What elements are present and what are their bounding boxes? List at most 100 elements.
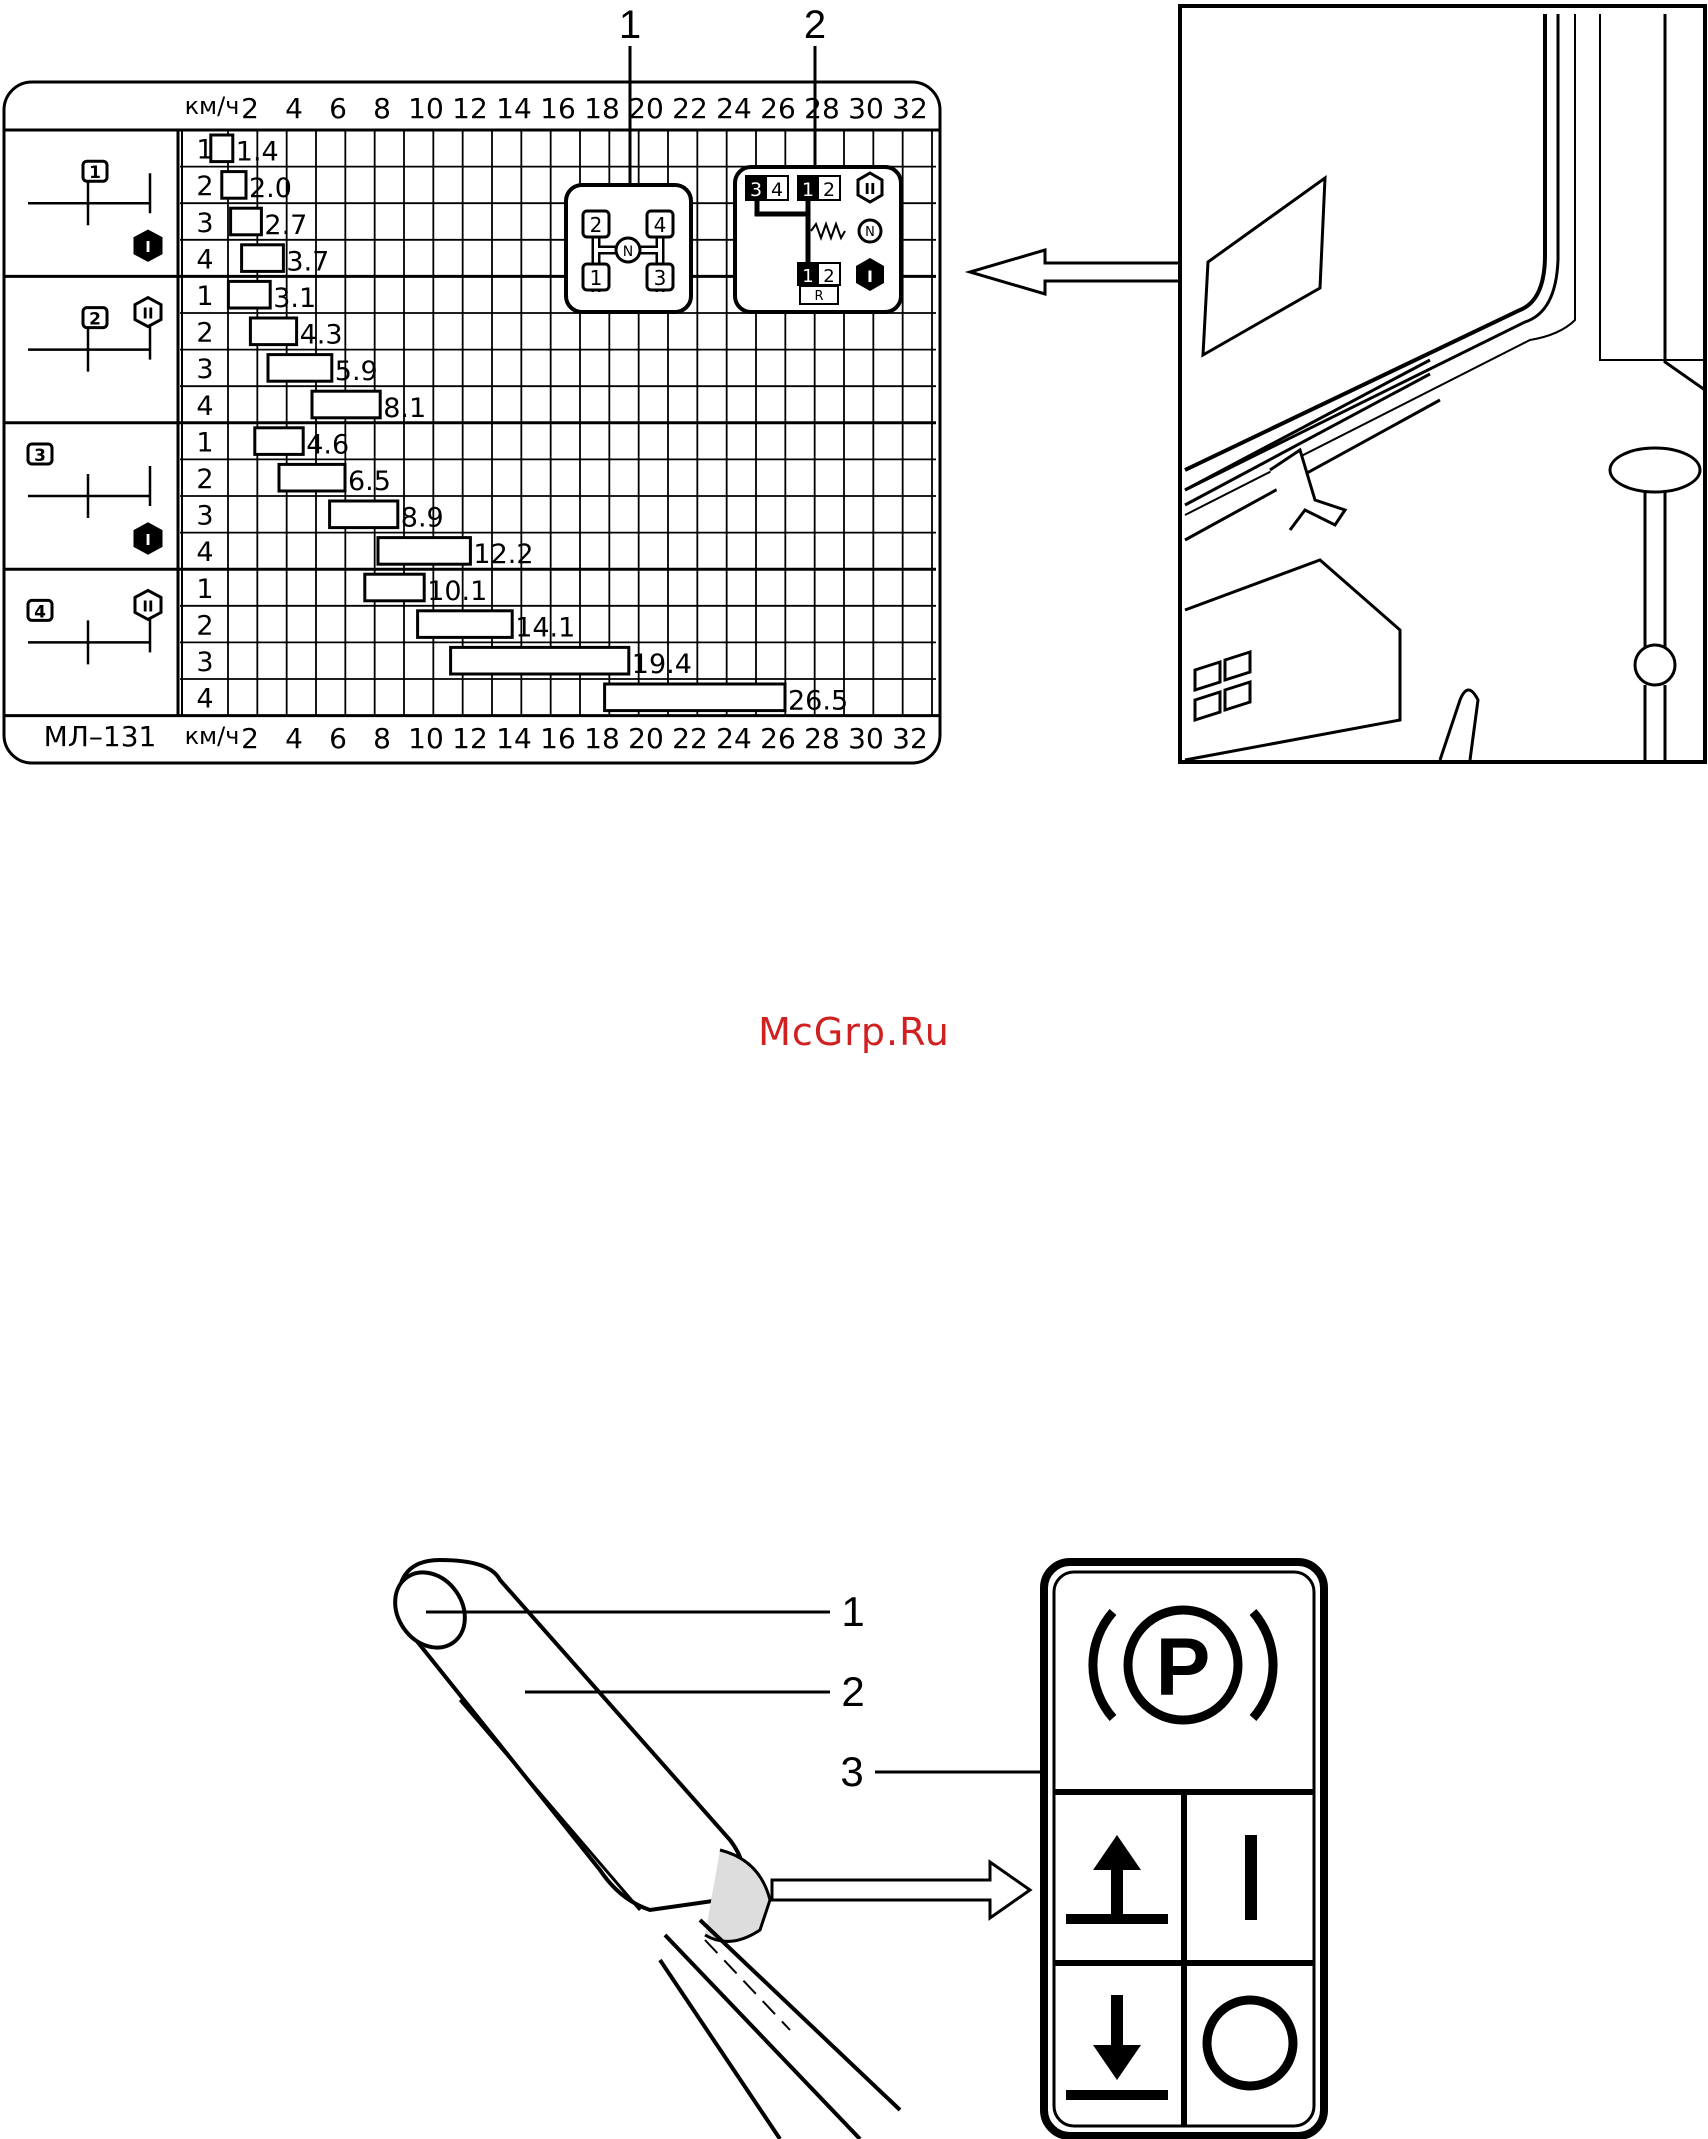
on-symbol-icon xyxy=(1245,1835,1257,1920)
axis-tick-bottom: 24 xyxy=(716,722,752,755)
schematic-2-label-3: 3 xyxy=(750,179,762,201)
speed-bar xyxy=(242,245,284,272)
speed-bar xyxy=(605,684,785,711)
axis-tick-top: 4 xyxy=(285,92,303,125)
schematic-1-pos-4: 4 xyxy=(654,213,667,237)
callout-1-label: 1 xyxy=(619,3,641,47)
gear-number: 1 xyxy=(196,427,213,458)
cab-interior-illustration xyxy=(1180,6,1705,762)
callout-b1-label: 1 xyxy=(841,1588,864,1635)
speed-value-label: 8.9 xyxy=(401,503,444,534)
axis-tick-top: 22 xyxy=(672,92,708,125)
axis-tick-bottom: 30 xyxy=(848,722,884,755)
gear-number: 2 xyxy=(196,610,213,641)
axis-tick-bottom: 12 xyxy=(452,722,488,755)
axis-tick-bottom: 10 xyxy=(408,722,444,755)
axis-tick-bottom: 16 xyxy=(540,722,576,755)
speed-bar xyxy=(330,501,398,528)
gear-number: 2 xyxy=(196,171,213,202)
speed-value-label: 5.9 xyxy=(335,356,378,387)
speed-bar xyxy=(312,391,380,418)
park-letter: P xyxy=(1156,1622,1211,1713)
axis-tick-top: 30 xyxy=(848,92,884,125)
axis-tick-bottom: 4 xyxy=(285,722,303,755)
schematic-2-range-ii: II xyxy=(864,180,875,198)
schematic-2-label-2b: 2 xyxy=(823,266,834,287)
schematic-2-label-1b: 1 xyxy=(802,266,813,287)
model-label: МЛ–131 xyxy=(44,720,157,753)
axis-tick-top: 12 xyxy=(452,92,488,125)
axis-tick-bottom: 8 xyxy=(373,722,391,755)
speed-value-label: 12.2 xyxy=(473,539,533,570)
axis-tick-bottom: 6 xyxy=(329,722,347,755)
axis-tick-top: 10 xyxy=(408,92,444,125)
schematic-2-reverse: R xyxy=(814,289,823,304)
axis-tick-bottom: 2 xyxy=(241,722,259,755)
gear-lever-knob xyxy=(1610,448,1700,492)
gear-number: 1 xyxy=(196,281,213,312)
schematic-1-pos-2: 2 xyxy=(590,213,603,237)
axis-tick-top: 24 xyxy=(716,92,752,125)
shift-pattern-schematic-1: 2 4 N 1 3 xyxy=(566,185,691,312)
unit-label-bottom: км/ч xyxy=(185,722,240,750)
unit-label-top: км/ч xyxy=(185,92,240,120)
speed-bar xyxy=(222,172,246,199)
speed-bar xyxy=(365,574,424,601)
speed-value-label: 3.1 xyxy=(273,283,316,314)
axis-tick-bottom: 20 xyxy=(628,722,664,755)
speed-bar xyxy=(250,318,296,345)
group-badge-label: 2 xyxy=(89,310,101,330)
schematic-2-range-i: I xyxy=(867,267,873,286)
gear-number: 1 xyxy=(196,135,213,166)
axis-tick-top: 16 xyxy=(540,92,576,125)
schematic-1-pos-1: 1 xyxy=(590,266,603,290)
axis-tick-bottom: 14 xyxy=(496,722,532,755)
speed-value-label: 4.3 xyxy=(300,320,343,351)
speed-bar xyxy=(418,611,513,638)
gear-number: 3 xyxy=(196,354,213,385)
schematic-2-label-2: 2 xyxy=(823,179,835,201)
gear-number: 2 xyxy=(196,464,213,495)
speed-bar xyxy=(211,135,233,162)
axis-tick-bottom: 22 xyxy=(672,722,708,755)
axis-tick-bottom: 28 xyxy=(804,722,840,755)
speed-value-label: 2.7 xyxy=(264,210,307,241)
speed-value-label: 3.7 xyxy=(286,246,329,277)
gear-number: 1 xyxy=(196,574,213,605)
speed-bar xyxy=(255,428,303,455)
speed-bar xyxy=(451,647,629,674)
speed-value-label: 19.4 xyxy=(632,649,692,680)
gear-number: 4 xyxy=(196,244,213,275)
group-range-label: II xyxy=(142,305,153,323)
axis-tick-top: 2 xyxy=(241,92,259,125)
callout-b2-label: 2 xyxy=(841,1668,864,1715)
speed-bar xyxy=(279,464,345,491)
axis-tick-top: 14 xyxy=(496,92,532,125)
gear-number: 4 xyxy=(196,537,213,568)
speed-value-label: 2.0 xyxy=(249,173,292,204)
speed-value-label: 14.1 xyxy=(515,612,575,643)
axis-tick-bottom: 32 xyxy=(892,722,928,755)
axis-tick-top: 8 xyxy=(373,92,391,125)
gear-number: 4 xyxy=(196,684,213,715)
gear-number: 4 xyxy=(196,391,213,422)
gear-number: 3 xyxy=(196,647,213,678)
axis-tick-top: 20 xyxy=(628,92,664,125)
schematic-2-label-1: 1 xyxy=(802,179,814,201)
gear-number: 2 xyxy=(196,318,213,349)
group-range-label: II xyxy=(142,597,153,615)
speed-bar xyxy=(231,208,262,235)
schematic-1-pos-3: 3 xyxy=(654,266,667,290)
group-range-label: I xyxy=(145,238,151,256)
speed-value-label: 10.1 xyxy=(427,576,487,607)
speed-value-label: 4.6 xyxy=(306,429,349,460)
speed-value-label: 1.4 xyxy=(236,137,279,168)
handbrake-symbol-panel: P xyxy=(1044,1562,1324,2136)
speed-value-label: 8.1 xyxy=(383,393,426,424)
axis-tick-bottom: 18 xyxy=(584,722,620,755)
axis-tick-top: 32 xyxy=(892,92,928,125)
handbrake-lever-illustration xyxy=(381,1559,900,2139)
axis-tick-top: 18 xyxy=(584,92,620,125)
callout-2-label: 2 xyxy=(804,3,826,47)
